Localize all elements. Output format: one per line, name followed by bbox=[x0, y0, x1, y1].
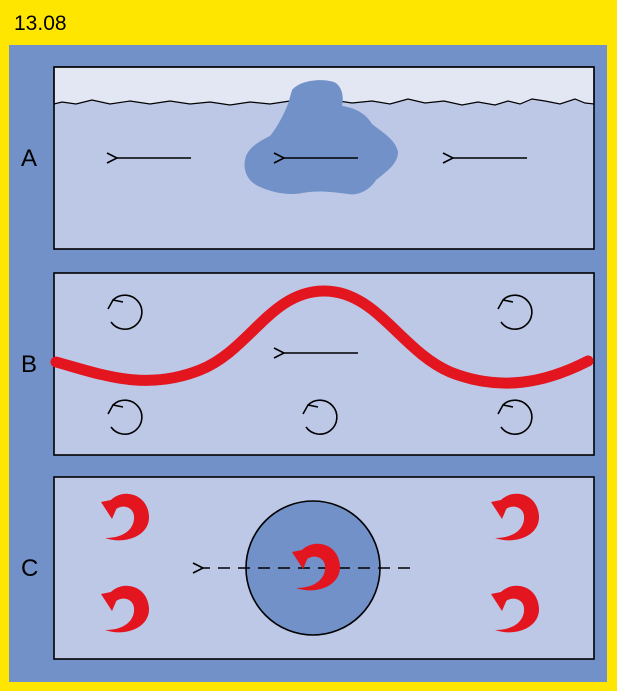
panel-b bbox=[50, 272, 595, 456]
panel-a bbox=[53, 66, 595, 250]
panel-a-label: A bbox=[21, 145, 38, 172]
iceberg bbox=[244, 80, 398, 195]
panel-b-label: B bbox=[21, 351, 38, 378]
meandering-current bbox=[50, 285, 594, 389]
figure-number: 13.08 bbox=[14, 12, 67, 35]
panel-c bbox=[53, 476, 595, 660]
panel-c-label: C bbox=[21, 555, 39, 582]
panel-a-border bbox=[53, 66, 595, 250]
panel-b-box bbox=[53, 272, 595, 456]
